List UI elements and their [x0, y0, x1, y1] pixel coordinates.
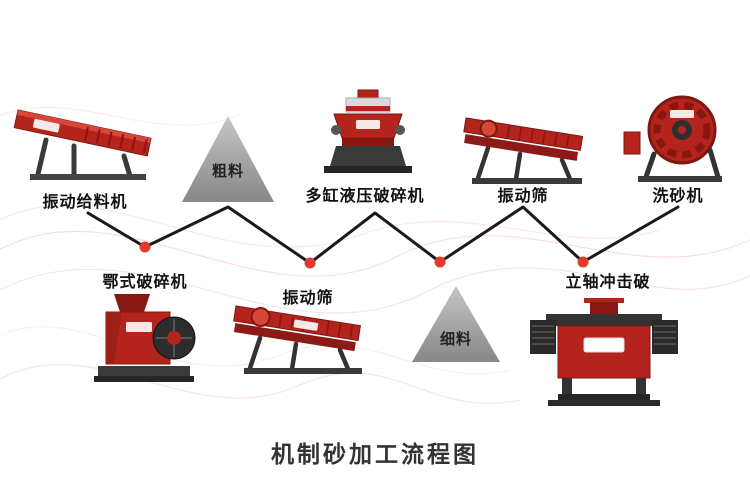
cone-crusher-illustration: [312, 88, 424, 184]
label-cone-crusher: 多缸液压破碎机: [305, 188, 425, 205]
vsi-crusher-illustration: [528, 298, 680, 408]
sand-washer-illustration: [622, 92, 734, 186]
brand-badge: [670, 110, 694, 118]
label-sand-washer: 洗砂机: [652, 188, 704, 205]
label-vibrating-screen-top: 振动筛: [497, 188, 549, 205]
label-fine-material: 细料: [439, 331, 473, 348]
vibrator-motor: [250, 306, 271, 327]
label-vsi-crusher: 立轴冲击破: [565, 274, 651, 291]
flow-node-dots: [139, 241, 589, 269]
brand-badge: [293, 319, 319, 331]
coarse-material-triangle: [182, 116, 274, 202]
brand-badge: [356, 120, 380, 129]
jaw-crusher-illustration: [92, 292, 202, 390]
brand-badge: [583, 337, 625, 353]
flow-node-dot: [139, 241, 151, 253]
vibrating-screen-top-illustration: [458, 112, 598, 188]
label-coarse-material: 粗料: [211, 163, 245, 180]
vibrating-screen-mid-illustration: [228, 298, 376, 378]
flow-node-dot: [304, 257, 316, 269]
vibrating-feeder-illustration: [12, 98, 162, 186]
vibrator-motor: [479, 119, 498, 138]
flow-line: [86, 205, 680, 265]
side-motor-right: [652, 320, 678, 354]
flow-node-dot: [577, 256, 589, 268]
label-vibrating-screen-mid: 振动筛: [282, 290, 334, 307]
brand-badge: [32, 118, 60, 133]
label-vibrating-feeder: 振动给料机: [42, 194, 128, 211]
side-motor-left: [530, 320, 556, 354]
brand-badge: [126, 322, 152, 332]
diagram-title: 机制砂加工流程图: [271, 441, 479, 467]
flow-node-dot: [434, 256, 446, 268]
label-jaw-crusher: 鄂式破碎机: [102, 274, 188, 291]
fine-material-triangle: [412, 286, 500, 362]
